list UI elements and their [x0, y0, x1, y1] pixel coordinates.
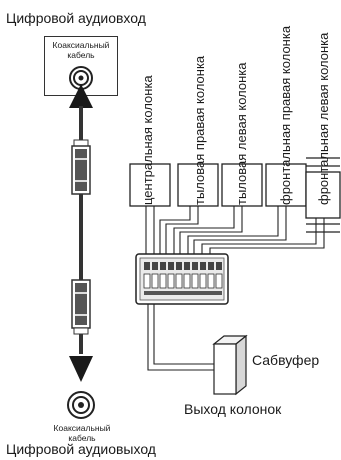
speaker-label-front-left: фронтальная левая колонка: [316, 32, 331, 205]
speaker-rear-right: [177, 163, 219, 207]
speaker-front-left: [305, 171, 341, 219]
speaker-label-rear-left: тыловая левая колонка: [234, 62, 249, 205]
output-cable-label-line1: Коаксиальный: [53, 423, 111, 433]
up-arrow-icon: [69, 84, 93, 108]
input-cable-label-line1: Коаксиальный: [52, 40, 110, 50]
speaker-label-rear-right: тыловая правая колонка: [192, 55, 207, 205]
output-title: Цифровой аудиовыход: [6, 441, 156, 457]
speaker-label-center: центральная колонка: [140, 75, 155, 205]
subwoofer-label: Сабвуфер: [252, 352, 320, 368]
subwoofer-box: [212, 334, 248, 396]
input-title: Цифровой аудиовход: [6, 10, 146, 26]
speaker-label-front-right: фронтальная правая колонка: [278, 25, 293, 205]
output-cable-label-line2: кабель: [68, 433, 96, 443]
speaker-center: [129, 163, 171, 207]
coaxial-output-jack: [67, 391, 95, 419]
input-cable-label-line2: кабель: [67, 50, 95, 60]
down-arrow-icon: [69, 356, 93, 382]
subwoofer-wires: [147, 304, 214, 371]
speaker-front-right: [265, 163, 307, 207]
coaxial-cable: [71, 106, 91, 354]
right-edge-wires: [306, 157, 340, 233]
speaker-terminal-block: [135, 253, 229, 305]
speaker-outputs-label: Выход колонок: [184, 401, 282, 417]
speaker-wires: [145, 206, 325, 254]
